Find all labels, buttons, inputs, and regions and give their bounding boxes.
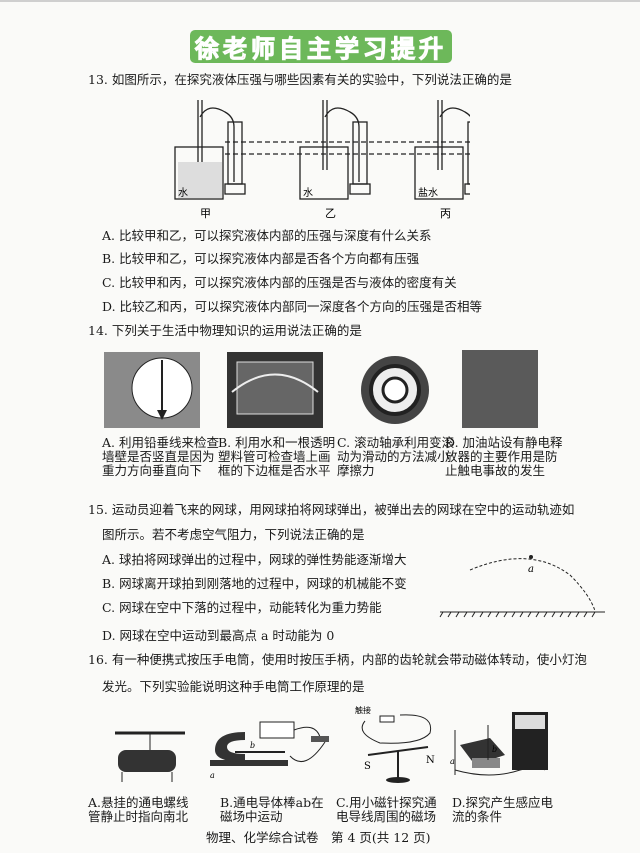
q14-option-a: A. 利用铅垂线来检查墙壁是否竖直是因为重力方向垂直向下 xyxy=(102,435,219,478)
static-discharger-image xyxy=(462,350,538,428)
q16-stem-line1: 16. 有一种便携式按压手电筒，使用时按压手柄，内部的齿轮就会带动磁体转动，使小… xyxy=(88,652,587,667)
q14-option-b: B. 利用水和一根透明塑料管可检查墙上画框的下边框是否水平 xyxy=(218,435,336,478)
q13-liquid-0: 水 xyxy=(178,187,188,199)
watermark-banner: 徐老师自主学习提升 xyxy=(190,30,452,64)
q13-option-c: C. 比较甲和丙，可以探究液体内部的压强是否与液体的密度有关 xyxy=(102,275,457,290)
q13-name-1: 乙 xyxy=(325,207,336,220)
q13-name-0: 甲 xyxy=(200,207,211,220)
q13-name-2: 丙 xyxy=(440,207,451,220)
q16-stem-line2: 发光。下列实验能说明这种手电筒工作原理的是 xyxy=(102,679,365,694)
water-level-image xyxy=(227,352,323,428)
q13-liquid-1: 水 xyxy=(303,187,313,199)
page-footer: 物理、化学综合试卷 第 4 页(共 12 页) xyxy=(206,830,431,845)
q14-stem: 14. 下列关于生活中物理知识的运用说法正确的是 xyxy=(88,323,362,338)
plumb-line-image xyxy=(104,352,200,428)
q16-figure-a xyxy=(115,731,185,782)
point-a-label: a xyxy=(528,564,534,575)
q16-option-c: C.用小磁针探究通电导线周围的磁场 xyxy=(336,795,437,824)
q15-trajectory-figure: a xyxy=(439,555,605,618)
b-label-a: a xyxy=(210,771,215,780)
q16-option-d: D.探究产生感应电流的条件 xyxy=(452,795,554,824)
q15-option-b: B. 网球离开球拍到刚落地的过程中，网球的机械能不变 xyxy=(102,576,407,591)
q15-stem-line1: 15. 运动员迎着飞来的网球，用网球拍将网球弹出，被弹出去的网球在空中的运动轨迹… xyxy=(88,502,575,517)
q13-option-b: B. 比较甲和乙，可以探究液体内部是否各个方向都有压强 xyxy=(102,251,420,266)
q13-figure: 水 水 盐水 甲 乙 丙 xyxy=(174,99,470,220)
top-border xyxy=(0,0,640,2)
bearing-image xyxy=(352,352,438,428)
pole-n-label: N xyxy=(426,755,435,766)
q13-liquid-2: 盐水 xyxy=(418,186,438,199)
q16-option-b: B.通电导体棒ab在磁场中运动 xyxy=(220,795,324,824)
banner-text: 徐老师自主学习提升 xyxy=(195,34,447,64)
q15-option-a: A. 球拍将网球弹出的过程中，网球的弹性势能逐渐增大 xyxy=(102,552,407,567)
q16-figure-c: 触接 S N xyxy=(355,705,435,783)
d-label-b: b xyxy=(492,745,497,754)
q16-figure-b: a b xyxy=(210,721,329,780)
q15-stem-line2: 图所示。若不考虑空气阻力，下列说法正确的是 xyxy=(102,527,365,542)
q16-figure-d: a b xyxy=(450,712,548,776)
d-label-a: a xyxy=(450,757,455,766)
q14-option-d: D. 加油站设有静电释放器的主要作用是防止触电事故的发生 xyxy=(445,435,563,478)
q15-option-d: D. 网球在空中运动到最高点 a 时动能为 0 xyxy=(102,628,335,643)
b-label-b: b xyxy=(250,741,255,750)
q14-option-c: C. 滚动轴承利用变滚动为滑动的方法减小摩擦力 xyxy=(337,435,455,478)
pole-s-label: S xyxy=(364,761,371,772)
q13-option-d: D. 比较乙和丙，可以探究液体内部同一深度各个方向的压强是否相等 xyxy=(102,299,483,314)
q13-option-a: A. 比较甲和乙，可以探究液体内部的压强与深度有什么关系 xyxy=(102,228,432,243)
q16-option-a: A.悬挂的通电螺线管静止时指向南北 xyxy=(88,795,189,824)
touch-label: 触接 xyxy=(355,705,371,715)
q15-option-c: C. 网球在空中下落的过程中，动能转化为重力势能 xyxy=(102,600,382,615)
q13-stem: 13. 如图所示，在探究液体压强与哪些因素有关的实验中，下列说法正确的是 xyxy=(88,72,512,87)
